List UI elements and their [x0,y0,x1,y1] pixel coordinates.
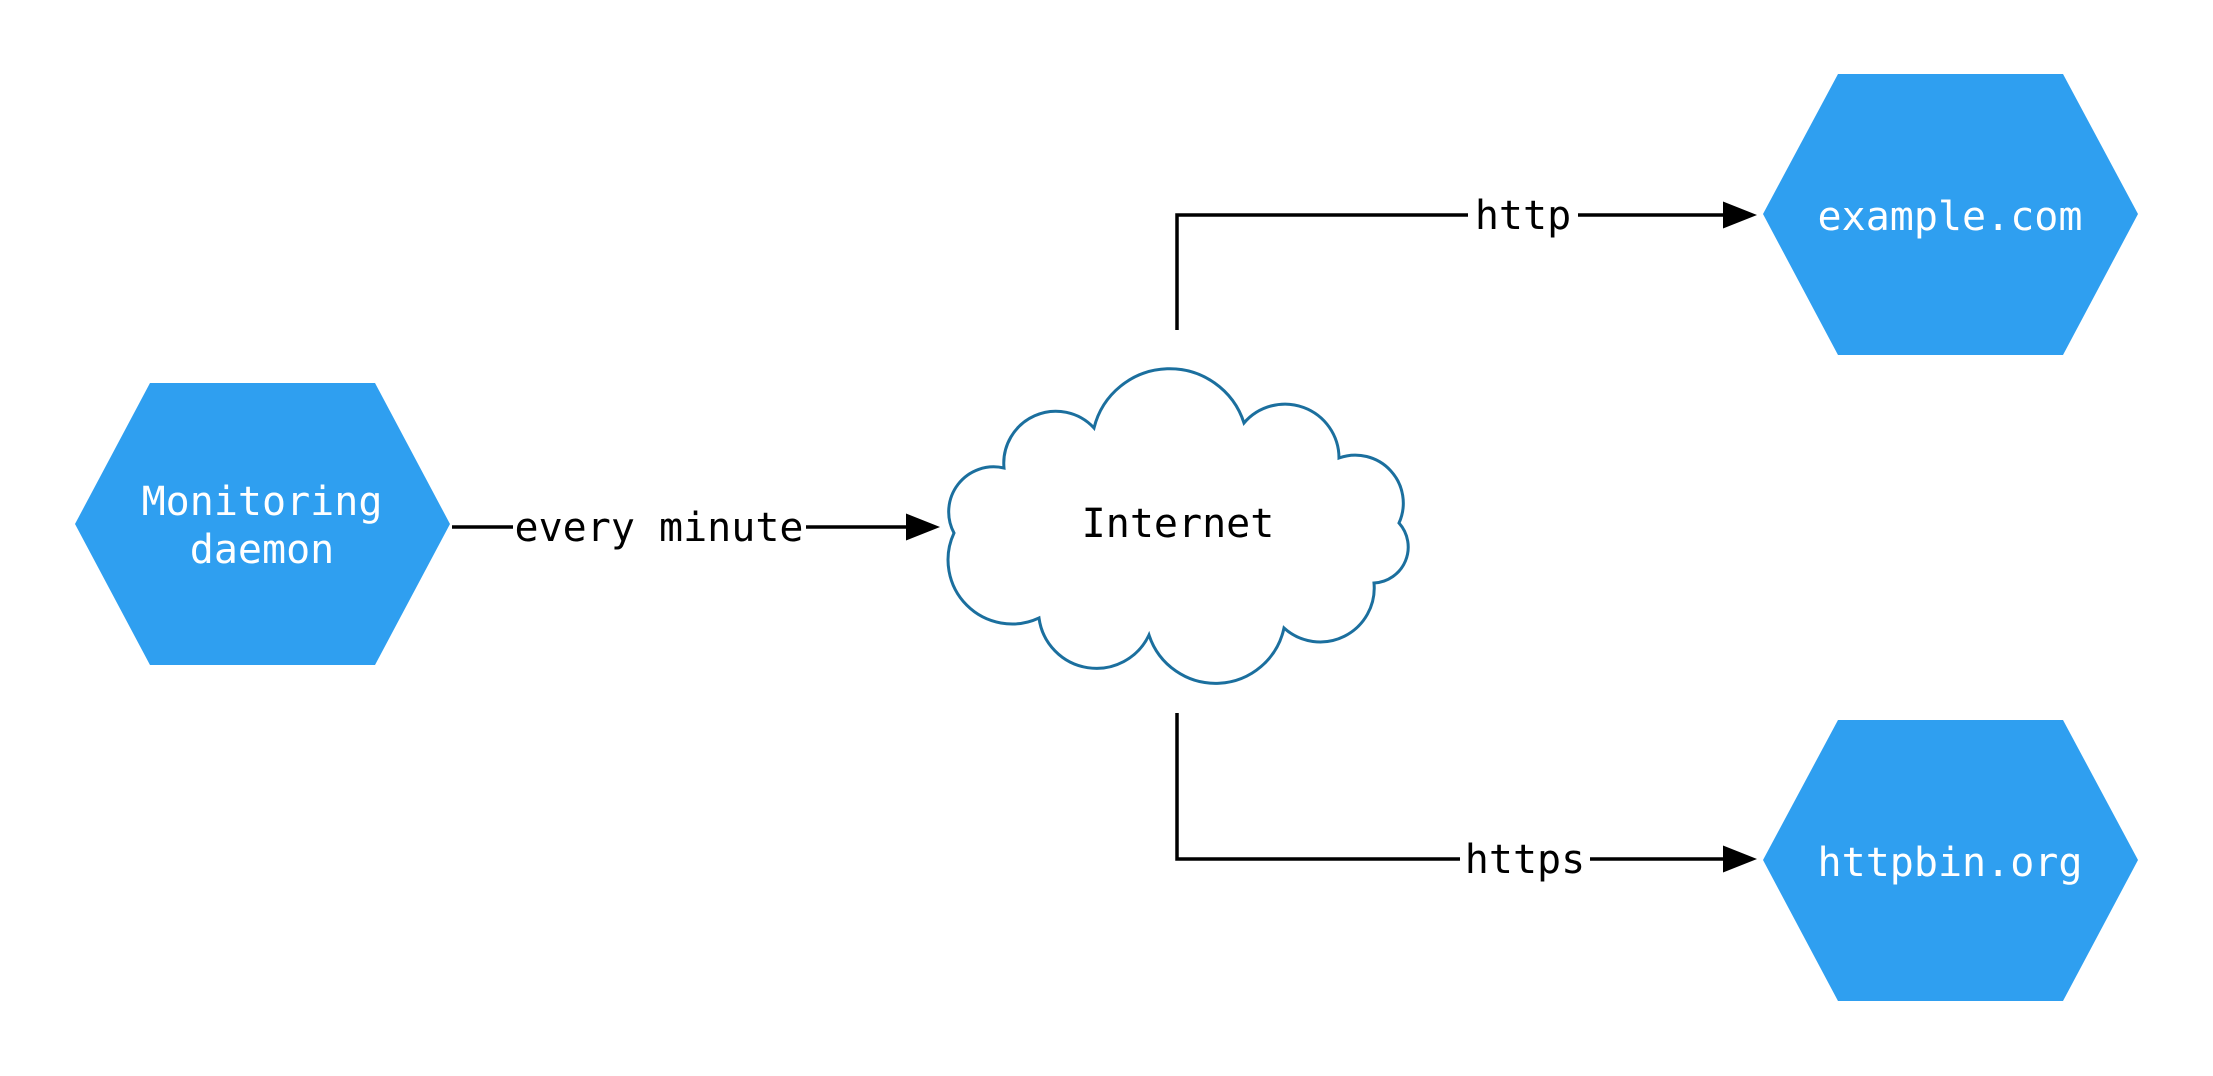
edge-label-https: https [1465,837,1585,883]
internet-cloud-shape [946,367,1410,685]
node-example-com: example.com [1763,74,2138,355]
edge-http: http [1175,193,1757,330]
edge-every-minute: every minute [452,505,940,551]
example-com-hexagon-shape [1763,74,2138,355]
edge-every-minute-arrowhead-icon [906,513,940,541]
monitoring-daemon-label-line1: Monitoring [142,479,383,525]
node-httpbin-org: httpbin.org [1763,720,2138,1001]
httpbin-org-hexagon-shape [1763,720,2138,1001]
node-internet: Internet [946,367,1410,685]
httpbin-org-label: httpbin.org [1818,840,2083,886]
edge-http-arrowhead-icon [1723,201,1757,229]
edge-http-elbow-line [1175,213,1468,330]
example-com-label: example.com [1818,194,2083,240]
edge-label-every-minute: every minute [515,505,804,551]
monitoring-daemon-hexagon-shape [75,383,450,665]
monitoring-daemon-label-line2: daemon [190,527,335,573]
edge-https-elbow-line [1175,713,1460,861]
edge-https-arrowhead-icon [1723,845,1757,873]
edge-label-http: http [1475,193,1571,239]
edge-https: https [1175,713,1757,883]
node-monitoring-daemon: Monitoring daemon [75,383,450,665]
internet-label: Internet [1082,501,1275,547]
